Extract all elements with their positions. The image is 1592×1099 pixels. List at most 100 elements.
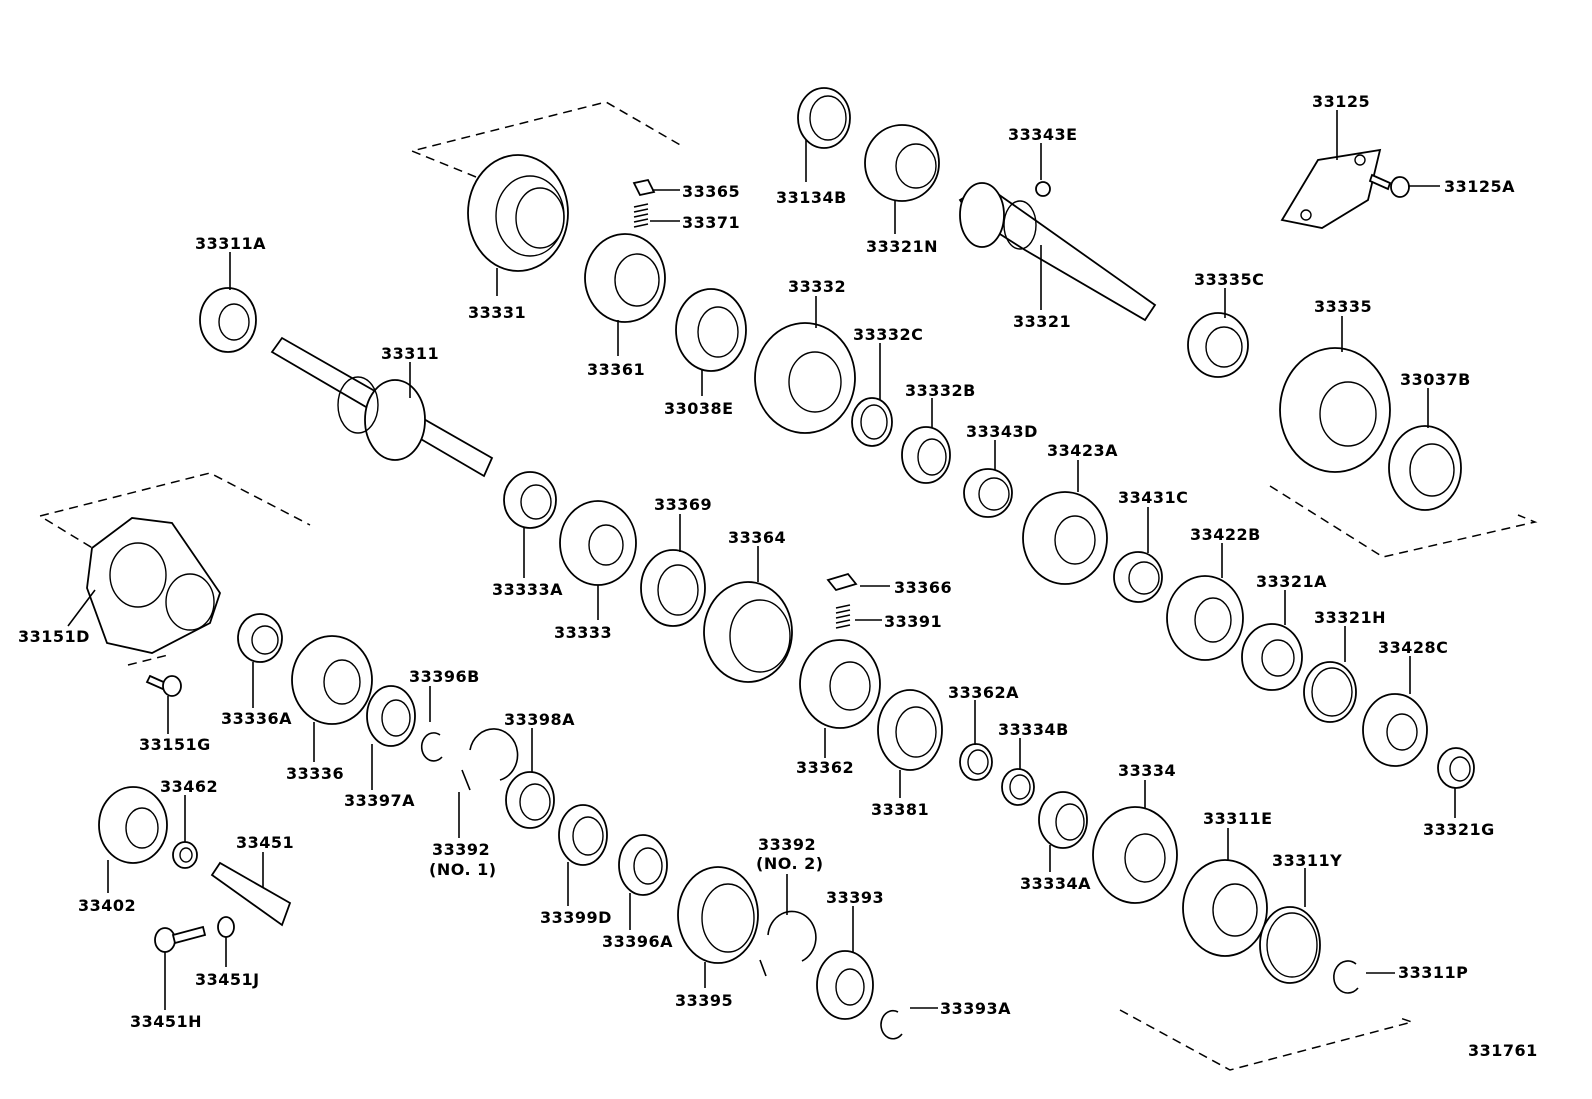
part-33366-key[interactable] [826,572,858,592]
label-33395: 33395 [675,991,733,1010]
label-33311A: 33311A [195,234,266,253]
label-33335C: 33335C [1194,270,1264,289]
label-33364: 33364 [728,528,786,547]
part-33397A-ring[interactable] [366,685,416,747]
part-33336-gear[interactable] [291,635,373,725]
part-33332C-ring[interactable] [851,397,893,447]
part-33422B-gear[interactable] [1166,575,1244,661]
label-33321H: 33321H [1314,608,1386,627]
label-33361: 33361 [587,360,645,379]
label-33038E: 33038E [664,399,734,418]
label-33398A: 33398A [504,710,575,729]
part-33321H-ring[interactable] [1303,661,1357,723]
part-33321-shaft[interactable] [958,182,1157,322]
label-33151G: 33151G [139,735,211,754]
part-33396A-ring[interactable] [618,834,668,896]
part-33311A-bearing[interactable] [199,287,257,353]
part-33333-gear[interactable] [559,500,637,586]
label-33336A: 33336A [221,709,292,728]
part-33311Y-snap-ring[interactable] [1259,906,1321,984]
part-33343D-collar[interactable] [963,468,1013,518]
part-33336A-bearing[interactable] [237,613,283,663]
label-33392-no2-note: (NO. 2) [756,854,824,873]
part-33395-sleeve[interactable] [677,866,759,964]
part-33362A-snap-ring[interactable] [959,743,993,781]
label-33333: 33333 [554,623,612,642]
label-33396B: 33396B [409,667,480,686]
part-33428C-gear[interactable] [1362,693,1428,767]
label-33391: 33391 [884,612,942,631]
part-33334B-ring[interactable] [1001,768,1035,806]
part-33381-ring[interactable] [877,689,943,771]
part-33311E-bearing[interactable] [1182,859,1268,957]
label-33333A: 33333A [492,580,563,599]
part-33134B-shim[interactable] [797,87,851,149]
part-33392-no1-spring[interactable] [461,728,519,791]
part-33369-ring[interactable] [640,549,706,627]
part-33362-hub[interactable] [799,639,881,729]
part-33321G-nut[interactable] [1437,747,1475,789]
label-33125: 33125 [1312,92,1370,111]
part-33451H-bolt[interactable] [154,925,207,953]
label-33428C: 33428C [1378,638,1448,657]
part-33321N-bearing[interactable] [864,124,940,202]
part-33423A-gear[interactable] [1022,491,1108,585]
part-33334-gear[interactable] [1092,806,1178,904]
label-33397A: 33397A [344,791,415,810]
part-33343E-ball[interactable] [1035,181,1051,197]
label-33311: 33311 [381,344,439,363]
part-33037B-ring[interactable] [1388,425,1462,511]
label-33321N: 33321N [866,237,938,256]
label-33393: 33393 [826,888,884,907]
label-33392-no2: 33392 [758,835,816,854]
part-33364-sleeve[interactable] [703,581,793,683]
part-33391-spring[interactable] [835,604,851,629]
part-33361-hub[interactable] [584,233,666,323]
label-33336: 33336 [286,764,344,783]
part-33335C-bearing[interactable] [1187,312,1249,378]
label-33462: 33462 [160,777,218,796]
leader-lines [67,110,1456,1010]
part-33331-sleeve[interactable] [467,154,569,272]
part-33396B-snap-ring[interactable] [420,732,443,762]
label-33381: 33381 [871,800,929,819]
part-33393-hub[interactable] [816,950,874,1020]
part-33151G-screw[interactable] [145,674,182,697]
label-33399D: 33399D [540,908,612,927]
diagram-id: 331761 [1468,1041,1538,1060]
label-33371: 33371 [682,213,740,232]
part-33399D-ring[interactable] [558,804,608,866]
label-33311P: 33311P [1398,963,1468,982]
part-33398A-ring[interactable] [505,771,555,829]
label-33393A: 33393A [940,999,1011,1018]
part-33151D-retainer[interactable] [86,517,221,654]
part-33402-bearing[interactable] [98,786,168,864]
part-33334A-bearing[interactable] [1038,791,1088,849]
part-33125-bracket[interactable] [1280,148,1382,229]
part-33335-gear[interactable] [1279,347,1391,473]
part-33365-key[interactable] [632,178,656,197]
part-33311-shaft[interactable] [270,336,494,478]
label-33423A: 33423A [1047,441,1118,460]
part-33393A-snap-ring[interactable] [880,1009,903,1040]
part-33462-washer[interactable] [172,841,198,869]
dashed-group-lines [38,101,1538,1071]
part-33038E-ring[interactable] [675,288,747,372]
part-33332-gear[interactable] [754,322,856,434]
part-33392-no2-spring[interactable] [759,910,817,977]
part-33125A-bolt[interactable] [1368,173,1410,198]
part-33451-pin[interactable] [210,861,292,927]
part-33311P-clip[interactable] [1333,960,1359,994]
part-33451J-washer[interactable] [217,916,235,938]
label-33369: 33369 [654,495,712,514]
part-33332B-bearing[interactable] [901,426,951,484]
label-33134B: 33134B [776,188,847,207]
part-33371-spring[interactable] [633,203,649,228]
label-33331: 33331 [468,303,526,322]
part-33431C-collar[interactable] [1113,551,1163,603]
label-33396A: 33396A [602,932,673,951]
part-33333A-bearing[interactable] [503,471,557,529]
label-33402: 33402 [78,896,136,915]
part-33321A-bearing[interactable] [1241,623,1303,691]
